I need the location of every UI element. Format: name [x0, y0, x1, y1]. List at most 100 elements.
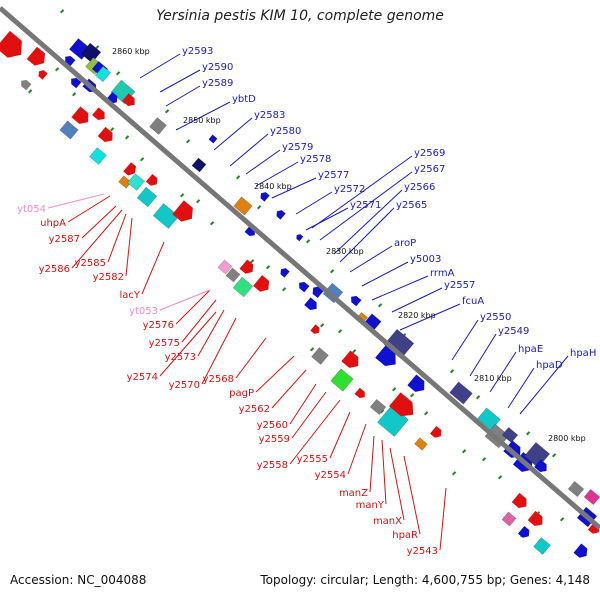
track-marker [210, 221, 215, 226]
gene-feature [149, 117, 167, 135]
rna-gene-label: yt054 [17, 204, 46, 215]
gene-feature [92, 107, 105, 120]
track-marker [55, 67, 60, 72]
track-marker [165, 109, 170, 114]
forward-gene-label: y2578 [300, 154, 331, 165]
reverse-gene-leader [291, 391, 327, 439]
reverse-gene-leader [289, 399, 341, 465]
track-marker [337, 329, 343, 334]
label-line-layer [47, 53, 569, 551]
track-marker [110, 127, 115, 132]
forward-gene-label: y2590 [202, 62, 233, 73]
track-marker [196, 199, 201, 204]
gene-feature [567, 480, 585, 498]
gene-feature [122, 93, 135, 106]
forward-gene-leader [319, 171, 413, 241]
reverse-gene-leader [235, 337, 267, 379]
gene-feature [239, 259, 254, 274]
reverse-gene-label: y2585 [75, 258, 106, 269]
forward-gene-leader [295, 191, 333, 215]
forward-gene-label: y2557 [444, 280, 475, 291]
forward-gene-leader [175, 101, 231, 131]
feature-layer [0, 30, 600, 558]
forward-gene-leader [165, 85, 201, 107]
reverse-gene-label: lacY [119, 290, 140, 301]
gene-feature [310, 324, 320, 334]
map-title: Yersinia pestis KIM 10, complete genome [156, 8, 444, 24]
track-marker [186, 139, 191, 144]
forward-gene-leader [349, 245, 393, 273]
forward-gene-leader [229, 133, 269, 167]
forward-gene-leader [339, 207, 395, 263]
track-marker [250, 259, 255, 264]
track-marker [265, 265, 271, 270]
track-marker [236, 175, 241, 180]
gene-feature [118, 175, 132, 189]
gene-feature [280, 268, 290, 278]
gene-feature [296, 234, 304, 242]
gene-feature [533, 537, 551, 555]
gene-feature [217, 259, 233, 275]
reverse-gene-leader [403, 455, 421, 535]
track-marker [352, 349, 357, 354]
gene-feature [511, 492, 527, 508]
reverse-gene-leader [329, 411, 351, 459]
kbp-marker-label: 2850 kbp [183, 116, 221, 125]
reverse-gene-label: y2575 [149, 338, 180, 349]
forward-gene-leader [139, 53, 181, 79]
gene-feature [71, 77, 82, 89]
gene-feature [233, 196, 253, 216]
reverse-gene-leader [289, 383, 317, 425]
gene-feature [172, 200, 193, 222]
track-marker [409, 393, 415, 398]
backbone-layer [0, 6, 600, 530]
reverse-gene-label: y2568 [203, 374, 234, 385]
gene-feature [375, 345, 396, 367]
gene-feature [414, 437, 428, 451]
track-marker [450, 369, 455, 374]
forward-gene-label: aroP [394, 238, 416, 249]
genome-backbone [0, 6, 600, 530]
reverse-gene-leader [141, 241, 165, 295]
forward-gene-leader [255, 161, 299, 187]
forward-gene-leader [507, 367, 535, 409]
reverse-gene-label: y2560 [257, 420, 288, 431]
gene-feature [527, 510, 543, 526]
forward-gene-label: y2569 [414, 148, 445, 159]
reverse-gene-leader [381, 439, 387, 505]
reverse-gene-label: y2573 [165, 352, 196, 363]
track-marker [310, 347, 315, 352]
gene-feature [517, 525, 530, 538]
reverse-gene-label: y2554 [315, 470, 346, 481]
gene-feature [311, 347, 329, 365]
track-marker [526, 431, 531, 436]
reverse-gene-leader [107, 213, 127, 263]
gene-feature [225, 267, 241, 283]
gene-feature [89, 147, 107, 165]
track-marker [180, 193, 185, 198]
rna-gene-leader [47, 193, 105, 209]
gene-feature [501, 511, 517, 527]
track-marker [392, 387, 397, 392]
reverse-gene-label: pagP [229, 388, 254, 399]
reverse-gene-leader [369, 435, 375, 493]
gene-feature [534, 459, 547, 472]
gene-feature [351, 295, 362, 307]
forward-gene-label: y2580 [270, 126, 301, 137]
reverse-gene-label: y2582 [93, 272, 124, 283]
gene-feature [94, 65, 112, 83]
forward-gene-leader [159, 69, 201, 93]
reverse-gene-leader [347, 423, 367, 475]
gene-feature [127, 173, 145, 191]
track-marker [116, 71, 121, 76]
gene-feature [80, 42, 102, 64]
reverse-gene-label: y2558 [257, 460, 288, 471]
gene-feature [260, 192, 270, 202]
gene-feature [232, 276, 254, 298]
track-marker [424, 411, 429, 416]
gene-feature [429, 425, 442, 438]
forward-gene-label: y2567 [414, 164, 445, 175]
reverse-gene-leader [67, 195, 111, 223]
forward-gene-leader [361, 261, 409, 287]
